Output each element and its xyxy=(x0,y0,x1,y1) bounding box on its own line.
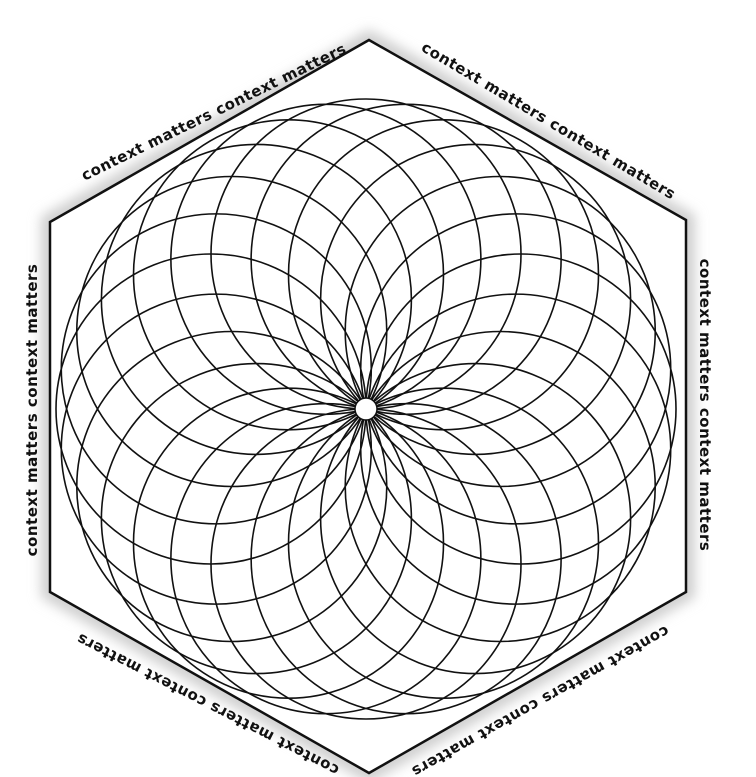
rosette-circle xyxy=(359,213,672,525)
rosette-circle xyxy=(319,143,632,456)
edge-label-right: context matters context matters xyxy=(696,259,714,552)
center-dot xyxy=(354,397,378,421)
rosette-circle xyxy=(287,118,600,431)
rosette-circle xyxy=(250,103,562,416)
rosette-circle xyxy=(344,175,657,488)
edge-label-left: context matters context matters xyxy=(23,264,41,557)
